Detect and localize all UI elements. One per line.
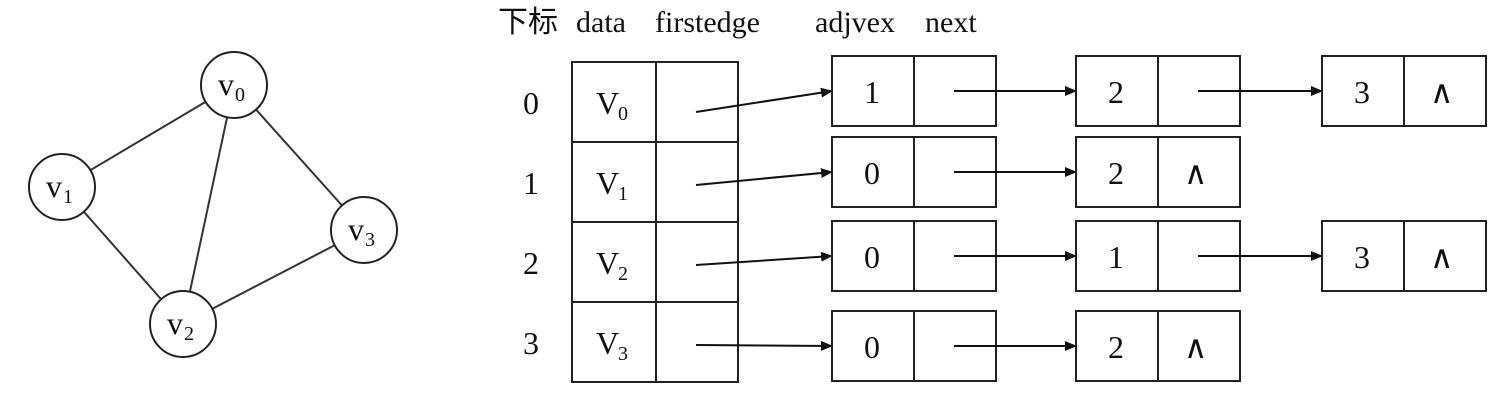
graph-node-circle: [149, 290, 217, 358]
firstedge-cell: [655, 301, 739, 383]
graph-node-subscript: 1: [63, 186, 73, 208]
edge-node: 2: [1075, 55, 1323, 127]
row-index: 0: [523, 85, 539, 121]
vertex-data-label: V: [596, 165, 619, 201]
adjvex-cell: [1075, 220, 1159, 292]
adjvex-value: 3: [1354, 74, 1370, 110]
adjvex-value: 2: [1108, 74, 1124, 110]
null-pointer-symbol: ∧: [1184, 329, 1207, 365]
graph-node-subscript: 2: [184, 323, 194, 345]
adjvex-value: 2: [1108, 155, 1124, 191]
null-pointer-symbol: ∧: [1430, 74, 1453, 110]
next-cell: [1403, 55, 1487, 127]
next-cell: [1157, 310, 1241, 382]
vertex-data-subscript: 3: [618, 343, 628, 365]
graph-node-subscript: 3: [365, 229, 375, 251]
edge-node: 0: [831, 136, 1077, 208]
adjvex-value: 2: [1108, 329, 1124, 365]
firstedge-arrow: [695, 251, 833, 266]
adjvex-cell: [831, 136, 915, 208]
firstedge-arrow: [695, 168, 833, 186]
adjvex-cell: [1075, 136, 1159, 208]
row-index: 1: [523, 165, 539, 201]
graph-edges: [61, 84, 365, 325]
vertex-data-label: V: [596, 325, 619, 361]
header-next: next: [925, 6, 977, 39]
next-cell: [1403, 220, 1487, 292]
edge-node: 1: [1075, 220, 1323, 292]
adjvex-value: 1: [1108, 239, 1124, 275]
firstedge-arrow: [695, 87, 833, 113]
header-adjvex: adjvex: [815, 6, 895, 39]
edge-node: 2∧: [1075, 310, 1241, 382]
edge-node: 3∧: [1321, 220, 1487, 292]
header-index: 下标: [498, 6, 558, 39]
null-pointer-symbol: ∧: [1430, 239, 1453, 275]
header-firstedge: firstedge: [655, 6, 760, 39]
edge-node: 2∧: [1075, 136, 1241, 208]
graph-node-label: v: [348, 211, 364, 247]
adjvex-value: 1: [864, 74, 880, 110]
null-pointer-symbol: ∧: [1184, 155, 1207, 191]
adjvex-value: 0: [864, 239, 880, 275]
vertex-data-label: V: [596, 245, 619, 281]
adjvex-cell: [1321, 220, 1405, 292]
adjvex-cell: [1075, 55, 1159, 127]
edge-node: 0: [831, 220, 1077, 292]
graph-node-circle: [330, 196, 398, 264]
edge-node: 0: [831, 310, 1077, 382]
firstedge-cell: [655, 221, 739, 303]
edge-node: 3∧: [1321, 55, 1487, 127]
adjvex-cell: [1075, 310, 1159, 382]
firstedge-cell: [655, 61, 739, 143]
vertex-data-subscript: 0: [618, 103, 628, 125]
next-cell: [1157, 136, 1241, 208]
firstedge-arrow: [695, 340, 833, 351]
adjvex-cell: [831, 220, 915, 292]
graph-edge-v0-v2: [182, 84, 235, 325]
adjvex-cell: [1321, 55, 1405, 127]
data-cell: [571, 221, 657, 303]
adjvex-cell: [831, 55, 915, 127]
table-header: 下标 data firstedge adjvex next: [498, 6, 977, 39]
edge-node: 1: [831, 55, 1077, 127]
adjvex-cell: [831, 310, 915, 382]
adjvex-value: 3: [1354, 239, 1370, 275]
graph-node-circle: [200, 51, 268, 119]
adjvex-value: 0: [864, 329, 880, 365]
data-cell: [571, 301, 657, 383]
vertex-data-label: V: [596, 85, 619, 121]
graph-node-label: v: [167, 305, 183, 341]
graph-node-label: v: [218, 66, 234, 102]
vertex-data-subscript: 1: [618, 183, 628, 205]
vertex-data-subscript: 2: [618, 263, 628, 285]
header-data: data: [576, 6, 626, 39]
graph-node-label: v: [46, 168, 62, 204]
row-index: 2: [523, 245, 539, 281]
adjvex-value: 0: [864, 155, 880, 191]
row-index: 3: [523, 325, 539, 361]
graph-node-circle: [28, 153, 96, 221]
graph-node-subscript: 0: [235, 84, 245, 106]
